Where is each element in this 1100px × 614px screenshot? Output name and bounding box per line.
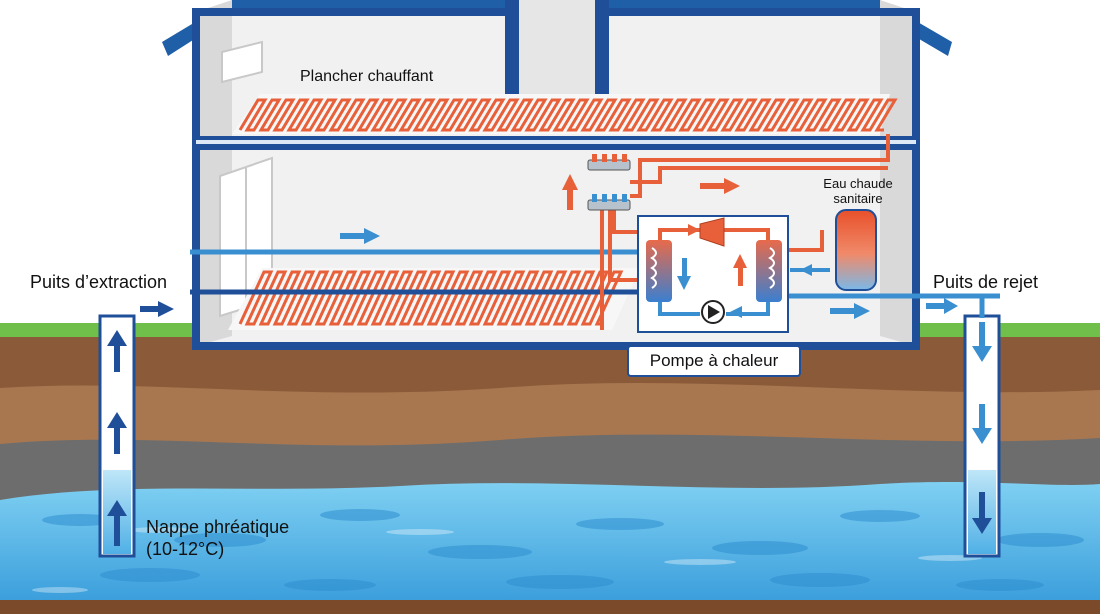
right-arrow-icon: [340, 228, 380, 244]
extraction-well: [98, 314, 136, 558]
left-arrow-icon: [730, 306, 742, 318]
manifold-icon: [587, 154, 631, 211]
underfloor-heating-label: Plancher chauffant: [300, 68, 434, 85]
right-arrow-icon: [926, 298, 958, 314]
compressor-icon: [699, 217, 725, 247]
heat-pump-label: Pompe à chaleur: [627, 345, 801, 377]
right-arrow-icon: [688, 224, 700, 236]
heating-distribution-pipes: [600, 134, 890, 330]
up-arrow-icon: [107, 412, 127, 454]
down-arrow-icon: [677, 258, 691, 290]
right-wall-depth: [880, 0, 916, 346]
upper-window: [221, 40, 263, 84]
aquifer-water: [0, 482, 1100, 600]
heat-exchanger-icon: [646, 240, 672, 302]
floor-slab-top: [196, 140, 916, 144]
upper-floor-heating-coils: [232, 94, 898, 134]
up-arrow-icon: [107, 330, 127, 372]
discharge-well-label: Puits de rejet: [933, 272, 1039, 292]
aquifer-label: Nappe phréatique (10-12°C): [146, 516, 289, 560]
hot-water-label-line2: sanitaire: [833, 191, 883, 206]
up-arrow-icon: [562, 174, 578, 210]
down-arrow-icon: [972, 322, 992, 362]
aquifer-label-line2: (10-12°C): [146, 539, 225, 559]
ground: [0, 323, 1100, 614]
up-arrow-icon: [107, 500, 127, 546]
soil-layer-mid: [0, 382, 1100, 447]
right-arrow-icon: [140, 301, 174, 317]
water-ripples: [42, 509, 1084, 591]
soil-layer-top: [0, 336, 1100, 395]
bottom-soil: [0, 600, 1100, 614]
stairwell: [519, 0, 595, 96]
down-arrow-icon: [972, 492, 992, 534]
groundwater-pipes: [140, 228, 1000, 319]
discharge-well: [963, 314, 1001, 558]
down-arrow-icon: [972, 404, 992, 444]
aquifer-label-line1: Nappe phréatique: [146, 517, 290, 537]
heat-exchanger-icon: [756, 240, 782, 302]
lower-floor-heating-coils: [228, 268, 640, 330]
right-arrow-icon: [700, 178, 740, 194]
left-arrow-icon: [800, 264, 812, 276]
right-arrow-icon: [830, 303, 870, 319]
hot-water-label-line1: Eau chaude: [823, 176, 893, 191]
roof: [162, 0, 952, 56]
hot-water-label: Eau chaude sanitaire: [818, 176, 898, 206]
rock-layer: [0, 434, 1100, 500]
hot-water-tank-icon: [835, 209, 877, 291]
extraction-well-label: Puits d’extraction: [30, 272, 168, 292]
up-arrow-icon: [733, 254, 747, 286]
pump-icon: [701, 300, 725, 324]
heat-pump-unit: [637, 215, 789, 333]
